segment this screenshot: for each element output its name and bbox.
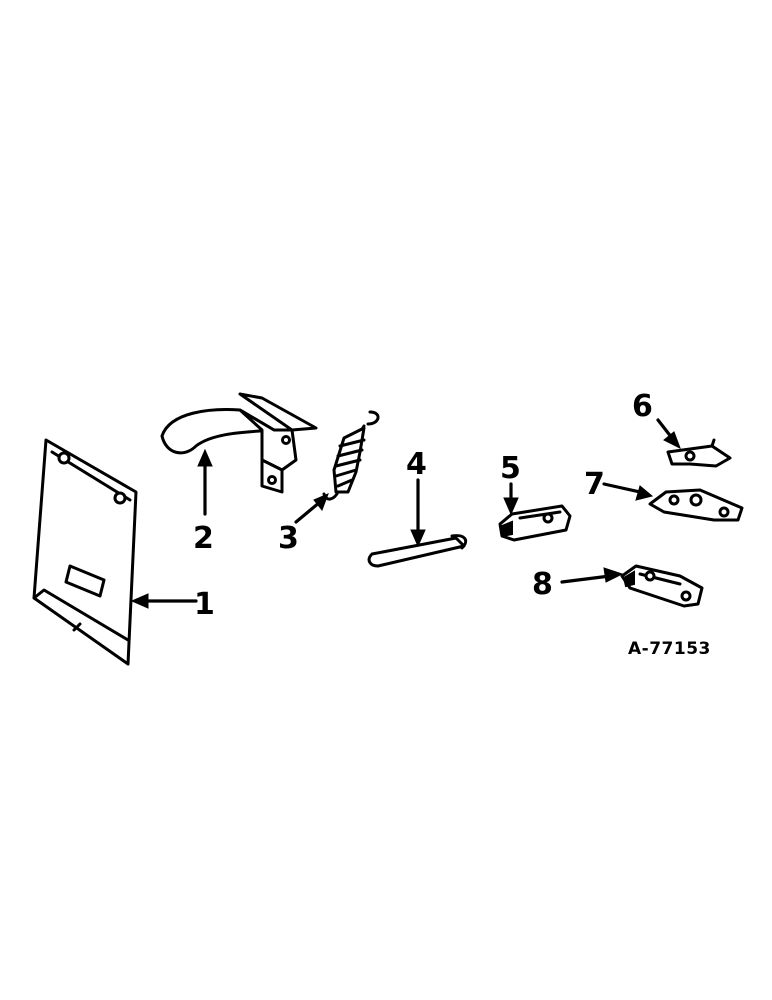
arrow-6 <box>656 418 681 450</box>
part-6-small-plate <box>666 438 732 468</box>
callout-8: 8 <box>532 567 553 602</box>
part-1-panel <box>32 438 138 666</box>
callout-arrows <box>130 418 681 609</box>
part-4-rod <box>367 534 468 568</box>
callout-labels: 1 2 3 4 5 6 7 8 <box>193 389 653 622</box>
part-8-lever-arm <box>620 564 704 608</box>
callout-1: 1 <box>194 587 215 622</box>
part-7-link-plate <box>648 488 744 522</box>
arrow-2 <box>197 448 213 516</box>
arrow-7 <box>602 482 654 501</box>
callout-6: 6 <box>632 389 653 424</box>
callout-4: 4 <box>406 447 427 482</box>
part-3-spring <box>322 410 380 501</box>
reference-code: A-77153 <box>628 639 711 659</box>
callout-2: 2 <box>193 521 214 556</box>
arrow-1 <box>130 593 198 609</box>
arrow-3 <box>294 493 329 524</box>
callout-5: 5 <box>500 451 521 486</box>
part-5-clevis <box>498 504 572 542</box>
arrow-4 <box>410 478 426 548</box>
part-2-bracket <box>160 392 318 494</box>
arrow-5 <box>503 482 519 516</box>
arrow-8 <box>560 567 624 584</box>
callout-7: 7 <box>584 467 605 502</box>
callout-3: 3 <box>278 521 299 556</box>
